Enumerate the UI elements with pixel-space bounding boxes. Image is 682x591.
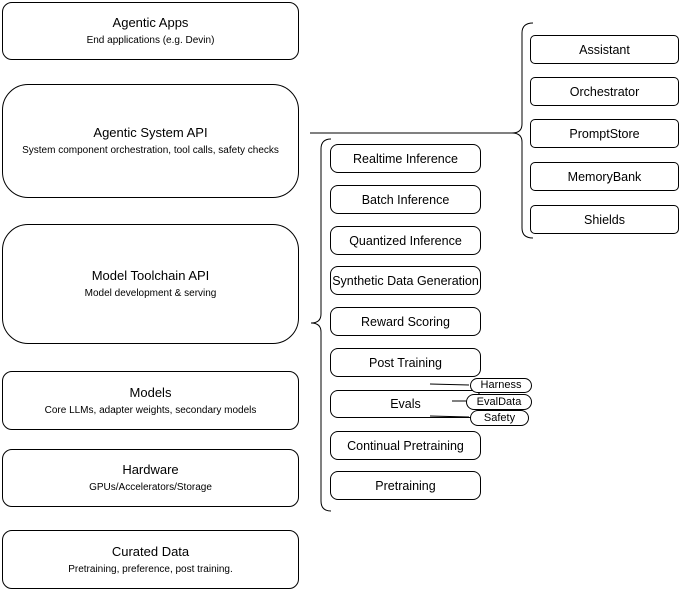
node-orchestrator: Orchestrator <box>530 77 679 106</box>
pill-label: Safety <box>483 411 516 424</box>
node-label: Quantized Inference <box>349 233 462 248</box>
node-continual-pretraining: Continual Pretraining <box>330 431 481 460</box>
node-subtitle: System component orchestration, tool cal… <box>22 145 279 156</box>
node-assistant: Assistant <box>530 35 679 64</box>
node-title: Hardware <box>122 462 179 477</box>
node-label: Synthetic Data Generation <box>332 273 479 288</box>
node-title: Agentic System API <box>93 125 208 140</box>
node-curated-data: Curated Data Pretraining, preference, po… <box>2 530 299 589</box>
node-batch-inference: Batch Inference <box>330 185 481 214</box>
node-subtitle: GPUs/Accelerators/Storage <box>89 482 212 493</box>
node-memorybank: MemoryBank <box>530 162 679 191</box>
node-pretraining: Pretraining <box>330 471 481 500</box>
node-title: Agentic Apps <box>112 15 189 30</box>
pill-harness: Harness <box>470 378 532 393</box>
node-model-toolchain-api: Model Toolchain API Model development & … <box>2 224 299 344</box>
node-label: Reward Scoring <box>361 314 450 329</box>
node-title: Curated Data <box>111 543 190 559</box>
node-title: Models <box>129 384 172 400</box>
node-label: Post Training <box>369 355 442 370</box>
node-label: Realtime Inference <box>353 151 458 166</box>
pill-label: EvalData <box>476 395 522 408</box>
node-subtitle: End applications (e.g. Devin) <box>86 35 215 46</box>
node-label: PromptStore <box>569 126 640 141</box>
node-title: Model Toolchain API <box>91 268 210 283</box>
node-evals: Evals <box>330 390 481 418</box>
node-agentic-apps: Agentic Apps End applications (e.g. Devi… <box>2 2 299 60</box>
node-label: Assistant <box>579 42 630 57</box>
node-post-training: Post Training <box>330 348 481 377</box>
pill-label: Harness <box>480 379 522 391</box>
node-subtitle: Pretraining, preference, post training. <box>68 563 233 575</box>
node-label: Batch Inference <box>361 192 450 207</box>
bracket-toolchain-group <box>310 138 332 512</box>
node-label: Shields <box>584 212 625 227</box>
line-evals-to-harness <box>429 383 470 386</box>
node-promptstore: PromptStore <box>530 119 679 148</box>
pill-safety: Safety <box>470 410 529 426</box>
node-subtitle: Model development & serving <box>84 288 217 299</box>
pill-evaldata: EvalData <box>466 394 532 410</box>
node-label: Orchestrator <box>569 84 640 99</box>
node-quantized-inference: Quantized Inference <box>330 226 481 255</box>
node-subtitle: Core LLMs, adapter weights, secondary mo… <box>44 404 257 416</box>
node-agentic-system-api: Agentic System API System component orch… <box>2 84 299 198</box>
node-label: Continual Pretraining <box>347 438 464 453</box>
node-models: Models Core LLMs, adapter weights, secon… <box>2 371 299 430</box>
node-label: Evals <box>390 397 421 411</box>
node-shields: Shields <box>530 205 679 234</box>
node-label: MemoryBank <box>567 169 642 184</box>
node-label: Pretraining <box>375 478 436 493</box>
node-synthetic-data-generation: Synthetic Data Generation <box>330 266 481 295</box>
node-hardware: Hardware GPUs/Accelerators/Storage <box>2 449 299 507</box>
node-realtime-inference: Realtime Inference <box>330 144 481 173</box>
node-reward-scoring: Reward Scoring <box>330 307 481 336</box>
